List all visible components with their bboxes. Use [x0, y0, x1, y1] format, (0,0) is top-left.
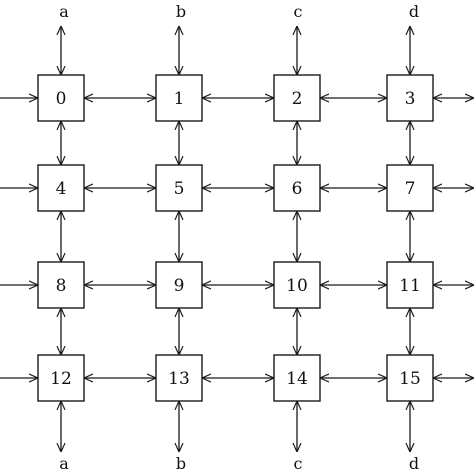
- router-node: 14: [273, 354, 321, 402]
- router-node: 3: [386, 74, 434, 122]
- node-label: 14: [286, 369, 308, 389]
- router-node: 5: [155, 164, 203, 212]
- node-label: 8: [56, 276, 67, 296]
- node-label: 12: [50, 369, 72, 389]
- bottom-port-label: c: [294, 454, 303, 473]
- node-label: 15: [399, 369, 421, 389]
- bottom-port-label: d: [409, 454, 419, 473]
- router-node: 9: [155, 261, 203, 309]
- node-label: 9: [174, 276, 185, 296]
- links-layer: [0, 26, 474, 452]
- node-box: [37, 354, 85, 402]
- node-label: 13: [168, 369, 190, 389]
- node-box: [386, 74, 434, 122]
- top-port-label: a: [59, 2, 69, 21]
- node-box: [155, 164, 203, 212]
- router-node: 15: [386, 354, 434, 402]
- node-box: [386, 164, 434, 212]
- bottom-port-label: b: [176, 454, 186, 473]
- node-label: 2: [292, 89, 303, 109]
- node-label: 5: [174, 179, 185, 199]
- router-node: 13: [155, 354, 203, 402]
- node-box: [386, 354, 434, 402]
- node-box: [273, 354, 321, 402]
- router-node: 2: [273, 74, 321, 122]
- node-label: 11: [399, 276, 421, 296]
- router-node: 8: [37, 261, 85, 309]
- node-box: [273, 164, 321, 212]
- top-port-label: c: [294, 2, 303, 21]
- router-node: 10: [273, 261, 321, 309]
- node-box: [155, 354, 203, 402]
- router-node: 0: [37, 74, 85, 122]
- router-node: 7: [386, 164, 434, 212]
- node-label: 7: [405, 179, 416, 199]
- top-port-label: b: [176, 2, 186, 21]
- node-box: [37, 261, 85, 309]
- node-box: [273, 261, 321, 309]
- router-node: 6: [273, 164, 321, 212]
- node-box: [155, 74, 203, 122]
- node-label: 0: [56, 89, 67, 109]
- router-node: 4: [37, 164, 85, 212]
- node-box: [155, 261, 203, 309]
- bottom-port-label: a: [59, 454, 69, 473]
- node-label: 3: [405, 89, 416, 109]
- node-box: [37, 74, 85, 122]
- router-node: 11: [386, 261, 434, 309]
- top-port-label: d: [409, 2, 419, 21]
- node-box: [386, 261, 434, 309]
- ports-layer: a b c d a b c d: [59, 2, 419, 473]
- node-label: 6: [292, 179, 303, 199]
- node-box: [273, 74, 321, 122]
- node-label: 4: [56, 179, 67, 199]
- router-node: 12: [37, 354, 85, 402]
- node-label: 10: [286, 276, 308, 296]
- node-label: 1: [174, 89, 185, 109]
- router-node: 1: [155, 74, 203, 122]
- node-box: [37, 164, 85, 212]
